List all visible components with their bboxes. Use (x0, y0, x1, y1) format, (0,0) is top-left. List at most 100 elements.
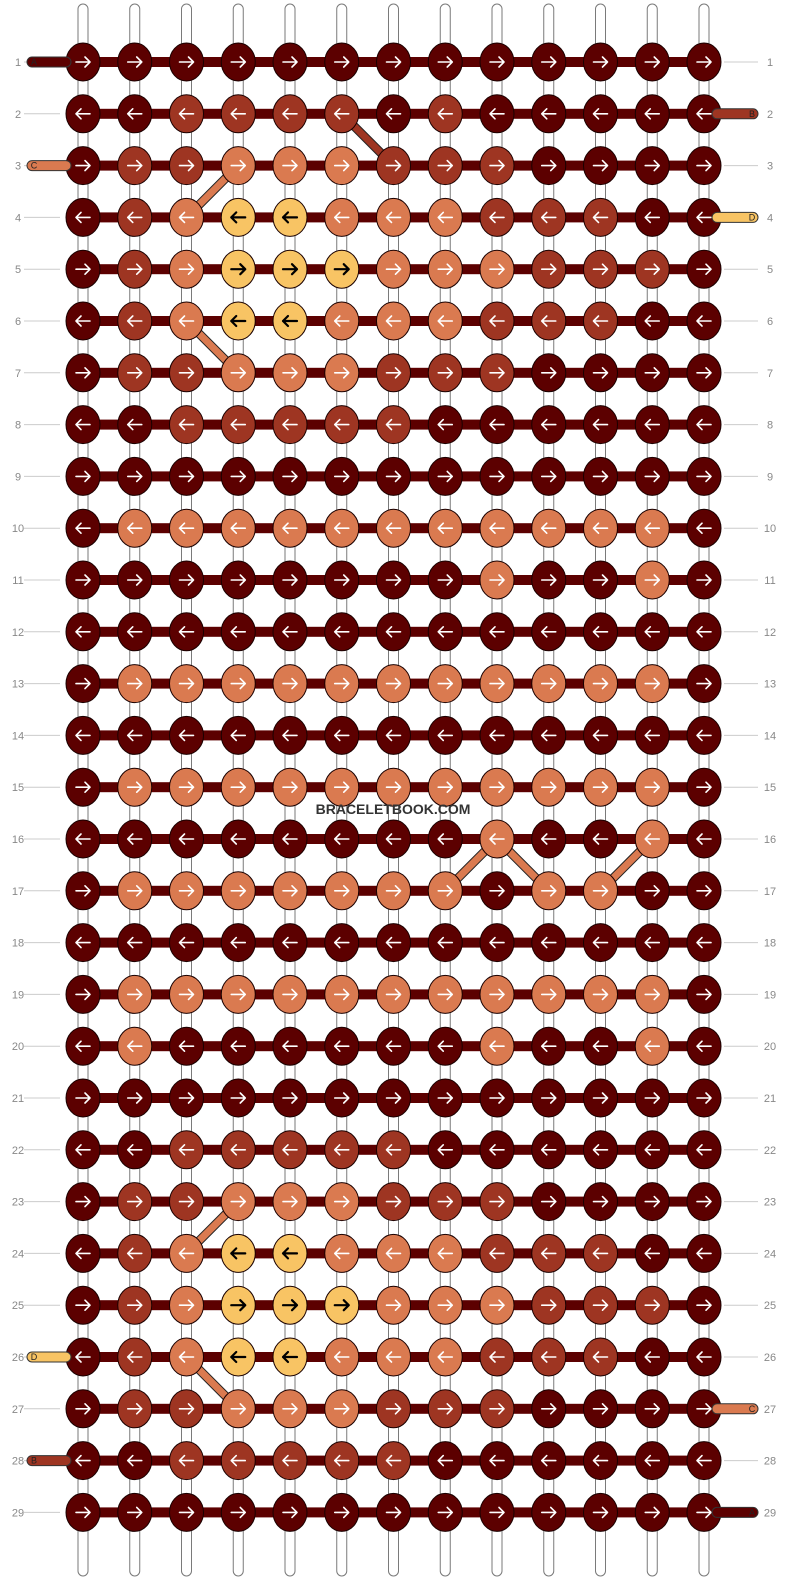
knot (531, 405, 567, 445)
knot (272, 1492, 308, 1532)
arrow-right-icon (489, 781, 505, 793)
arrow-right-icon (489, 56, 505, 68)
arrow-left-icon (75, 1454, 91, 1467)
arrow-left-icon (644, 522, 661, 534)
knot (324, 1441, 360, 1481)
knot (169, 1078, 204, 1118)
arrow-right-icon (592, 56, 609, 68)
knot (427, 715, 463, 755)
arrow-right-icon (385, 1299, 402, 1311)
row-number-right: 17 (764, 886, 776, 898)
arrow-right-icon (489, 1299, 505, 1311)
knot (376, 1130, 411, 1170)
arrow-right-icon (178, 159, 195, 172)
knot (220, 197, 256, 237)
arrow-left-icon (385, 936, 402, 949)
row-number-left: 19 (12, 989, 24, 1001)
arrow-right-icon (333, 885, 350, 897)
arrow-right-icon (178, 1506, 195, 1519)
knot (427, 249, 463, 289)
knot (324, 1233, 360, 1273)
row-number-left: 9 (15, 471, 21, 483)
arrow-left-icon (178, 315, 195, 327)
knot (686, 819, 722, 859)
knot (169, 871, 204, 911)
arrow-left-icon (489, 211, 505, 224)
knot (376, 42, 411, 82)
string-tag-letter: C (31, 161, 38, 171)
knot (65, 612, 101, 652)
arrow-left-icon (592, 626, 609, 638)
arrow-left-icon (126, 1040, 143, 1052)
knot (117, 871, 153, 911)
arrow-right-icon (178, 56, 195, 68)
knot (376, 1285, 411, 1325)
arrow-left-icon (385, 626, 402, 638)
arrow-left-icon (385, 211, 402, 224)
arrow-right-icon (178, 1092, 195, 1104)
row-number-right: 8 (767, 420, 773, 432)
knot (169, 405, 204, 445)
arrow-right-icon (644, 1506, 661, 1519)
arrow-right-icon (437, 1299, 454, 1311)
arrow-left-icon (75, 1351, 91, 1363)
arrow-left-icon (385, 1040, 402, 1052)
knot (376, 923, 411, 963)
knot (686, 1078, 722, 1118)
knot (376, 560, 411, 600)
arrow-left-icon (540, 1144, 557, 1156)
knot (169, 456, 204, 496)
knot (376, 146, 411, 186)
knot (169, 1492, 204, 1532)
knot (583, 94, 618, 134)
knot (220, 1233, 256, 1273)
knot (169, 767, 204, 807)
knot (324, 715, 360, 755)
knot (583, 301, 618, 341)
arrow-left-icon (230, 1350, 247, 1364)
arrow-left-icon (644, 833, 661, 845)
arrow-right-icon (696, 988, 712, 1001)
arrow-right-icon (489, 470, 505, 483)
knot (169, 1026, 204, 1066)
knot (169, 923, 204, 963)
knot (686, 249, 722, 289)
arrow-left-icon (75, 626, 91, 638)
row-number-right: 16 (764, 834, 776, 846)
arrow-left-icon (333, 1144, 350, 1156)
knot (686, 1337, 722, 1377)
arrow-right-icon (592, 885, 609, 897)
arrow-right-icon (75, 1299, 91, 1311)
knot (583, 146, 618, 186)
knot (531, 94, 567, 134)
knot (479, 1130, 515, 1170)
knot (220, 1285, 256, 1325)
arrow-right-icon (540, 885, 557, 897)
knot (427, 871, 463, 911)
knot (686, 664, 722, 704)
knot (220, 974, 256, 1014)
knot (531, 1389, 567, 1429)
arrow-left-icon (282, 418, 298, 431)
knot (583, 1337, 618, 1377)
knot (634, 301, 670, 341)
knot (634, 1233, 670, 1273)
arrow-right-icon (437, 677, 454, 690)
string-tag-letter: D (31, 1352, 38, 1362)
arrow-right-icon (540, 1092, 557, 1104)
arrow-left-icon (540, 315, 557, 327)
knot (479, 42, 515, 82)
knot (479, 94, 515, 134)
arrow-left-icon (178, 1040, 195, 1052)
arrow-left-icon (696, 833, 712, 845)
string-tag-letter: B (31, 1456, 37, 1466)
knot (324, 353, 360, 393)
knot (117, 1337, 153, 1377)
knot (686, 146, 722, 186)
arrow-left-icon (75, 315, 91, 327)
knot (65, 456, 101, 496)
knot (324, 819, 360, 859)
arrow-right-icon (333, 677, 350, 690)
knot (531, 146, 567, 186)
